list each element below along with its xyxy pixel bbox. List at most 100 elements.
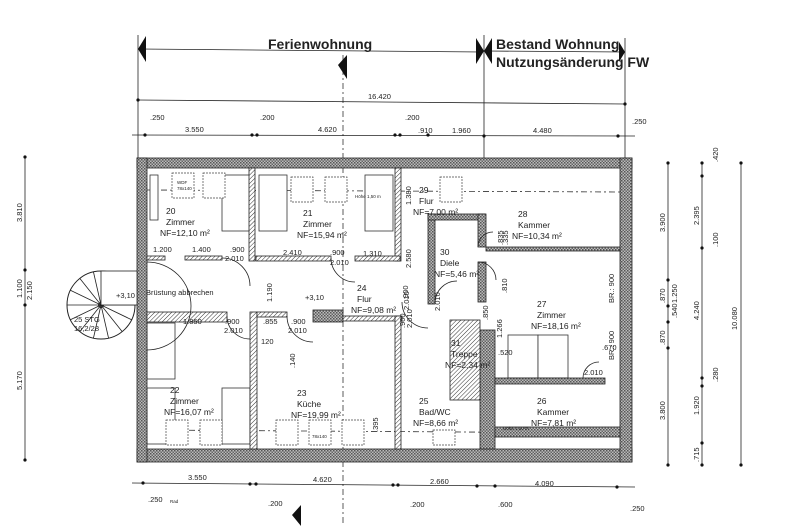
left-dimension: 5.170 (15, 371, 24, 390)
interior-dimension: 1.190 (265, 283, 274, 302)
top-dimension: 3.550 (185, 125, 204, 134)
top-dimension: .200 (260, 113, 275, 122)
left-dimension: 1.100 (15, 279, 24, 298)
room-number: 24 (357, 283, 367, 293)
stair-tread (93, 304, 102, 339)
window-label: WDF (177, 180, 187, 185)
left-dimension: 2.150 (25, 281, 34, 300)
section-title-nutzungsaenderung: Nutzungsänderung FW (496, 54, 650, 70)
interior-dimension: 1.400 (192, 245, 211, 254)
room-area: NF=18,16 m² (531, 321, 581, 331)
interior-dimension: .900 (401, 285, 410, 300)
interior-dimension: 1.850 (183, 317, 202, 326)
interior-dimension: .900 (291, 317, 306, 326)
bottom-dimension: .600 (498, 500, 513, 509)
total-width-dimension: 16.420 (368, 92, 391, 101)
interior-dimension: .900 (398, 313, 407, 328)
interior-dimension: 1.380 (404, 186, 413, 205)
stair-tread (79, 278, 102, 306)
top-dimension: .250 (150, 113, 165, 122)
stair-tread (100, 304, 123, 332)
room-number: 20 (166, 206, 176, 216)
section-line (292, 55, 347, 526)
room-area: NF=10,34 m² (512, 231, 562, 241)
interior-dimension: BR.: 900 (607, 274, 616, 303)
height-note: Höhe 1,50 m (355, 194, 381, 199)
room-name: Flur (357, 294, 372, 304)
interior-dimension: .670 (602, 343, 617, 352)
level-marker: +3,10 (305, 293, 324, 302)
room-number: 21 (303, 208, 313, 218)
stair-tread (100, 304, 132, 321)
room-number: 26 (537, 396, 547, 406)
bottom-dimension: 3.550 (188, 473, 207, 482)
right-dimension: .280 (711, 367, 720, 382)
bottom-dimension: 2.660 (430, 477, 449, 486)
room-number: 22 (170, 385, 180, 395)
right-dimension: 3.900 (658, 213, 667, 232)
room-number: 28 (518, 209, 528, 219)
interior-dimension: 1.310 (363, 249, 382, 258)
doors (221, 231, 600, 379)
interior-dimension: 1.266 (495, 319, 504, 338)
interior-dimension: .850 (481, 305, 490, 320)
room-name: Zimmer (537, 310, 566, 320)
furniture (146, 172, 621, 446)
right-dimension: 3.800 (658, 401, 667, 420)
room-area: NF=15,94 m² (297, 230, 347, 240)
room-name: Zimmer (170, 396, 199, 406)
height-note: Höhe 1,50 m (503, 426, 529, 431)
level-marker: +3,10 (116, 291, 135, 300)
right-dimension: .420 (711, 147, 720, 162)
room-number: 27 (537, 299, 547, 309)
interior-dimension: .140 (288, 353, 297, 368)
left-dimension: 3.810 (15, 203, 24, 222)
room-number: 29 (419, 185, 429, 195)
interior-dimension: BR.: 900 (607, 331, 616, 360)
interior-dimension: .900 (230, 245, 245, 254)
interior-dimension: 2.010 (288, 326, 307, 335)
room-name: Treppe (451, 349, 478, 359)
room-area: NF=19,99 m² (291, 410, 341, 420)
right-dimension: .100 (711, 232, 720, 247)
header-arrows (137, 35, 626, 160)
interior-dimension: .395 (371, 417, 380, 432)
interior-dimension: 120 (261, 337, 274, 346)
bottom-dimension: .200 (268, 499, 283, 508)
stair-tread (100, 304, 109, 339)
bottom-dimension: 4.090 (535, 479, 554, 488)
section-title-bestand: Bestand Wohnung (496, 36, 619, 52)
room-name: Zimmer (303, 219, 332, 229)
room-area: NF=12,10 m² (160, 228, 210, 238)
room-name: Kammer (518, 220, 550, 230)
stair-tread (79, 304, 102, 332)
room-area: NF=16,07 m² (164, 407, 214, 417)
interior-dimension: .855 (263, 317, 278, 326)
interior-dimension: 2.010 (433, 292, 442, 311)
top-dimension: 4.480 (533, 126, 552, 135)
room-name: Kammer (537, 407, 569, 417)
top-dimension: .910 (418, 126, 433, 135)
room-area: NF=7,00 m² (413, 207, 458, 217)
room-area: NF=5,46 m² (434, 269, 479, 279)
window-size-label: 78x140 (312, 434, 327, 439)
balustrade-note: Brüstung abbrechen (146, 288, 214, 297)
interior-dimension: .520 (498, 348, 513, 357)
stair-tread (70, 289, 102, 306)
interior-dimension: 2.580 (404, 249, 413, 268)
interior-dimension: .835 (496, 230, 505, 245)
stair-tread (70, 304, 102, 321)
right-dimension: 1.920 (692, 396, 701, 415)
interior-dimension: 2.010 (224, 326, 243, 335)
right-total-dimension: 10.080 (730, 307, 739, 330)
right-dimension: .870 (658, 330, 667, 345)
bottom-dimension: .250 (630, 504, 645, 513)
right-dimension: 4.240 (692, 301, 701, 320)
top-dimension: 4.620 (318, 125, 337, 134)
stair-ratio-label: 16,2/28 (74, 324, 99, 333)
bottom-dimension: 4.620 (313, 475, 332, 484)
dimension-lines (23, 98, 743, 489)
interior-dimension: 2.010 (405, 309, 414, 328)
spiral-stair (66, 261, 192, 351)
